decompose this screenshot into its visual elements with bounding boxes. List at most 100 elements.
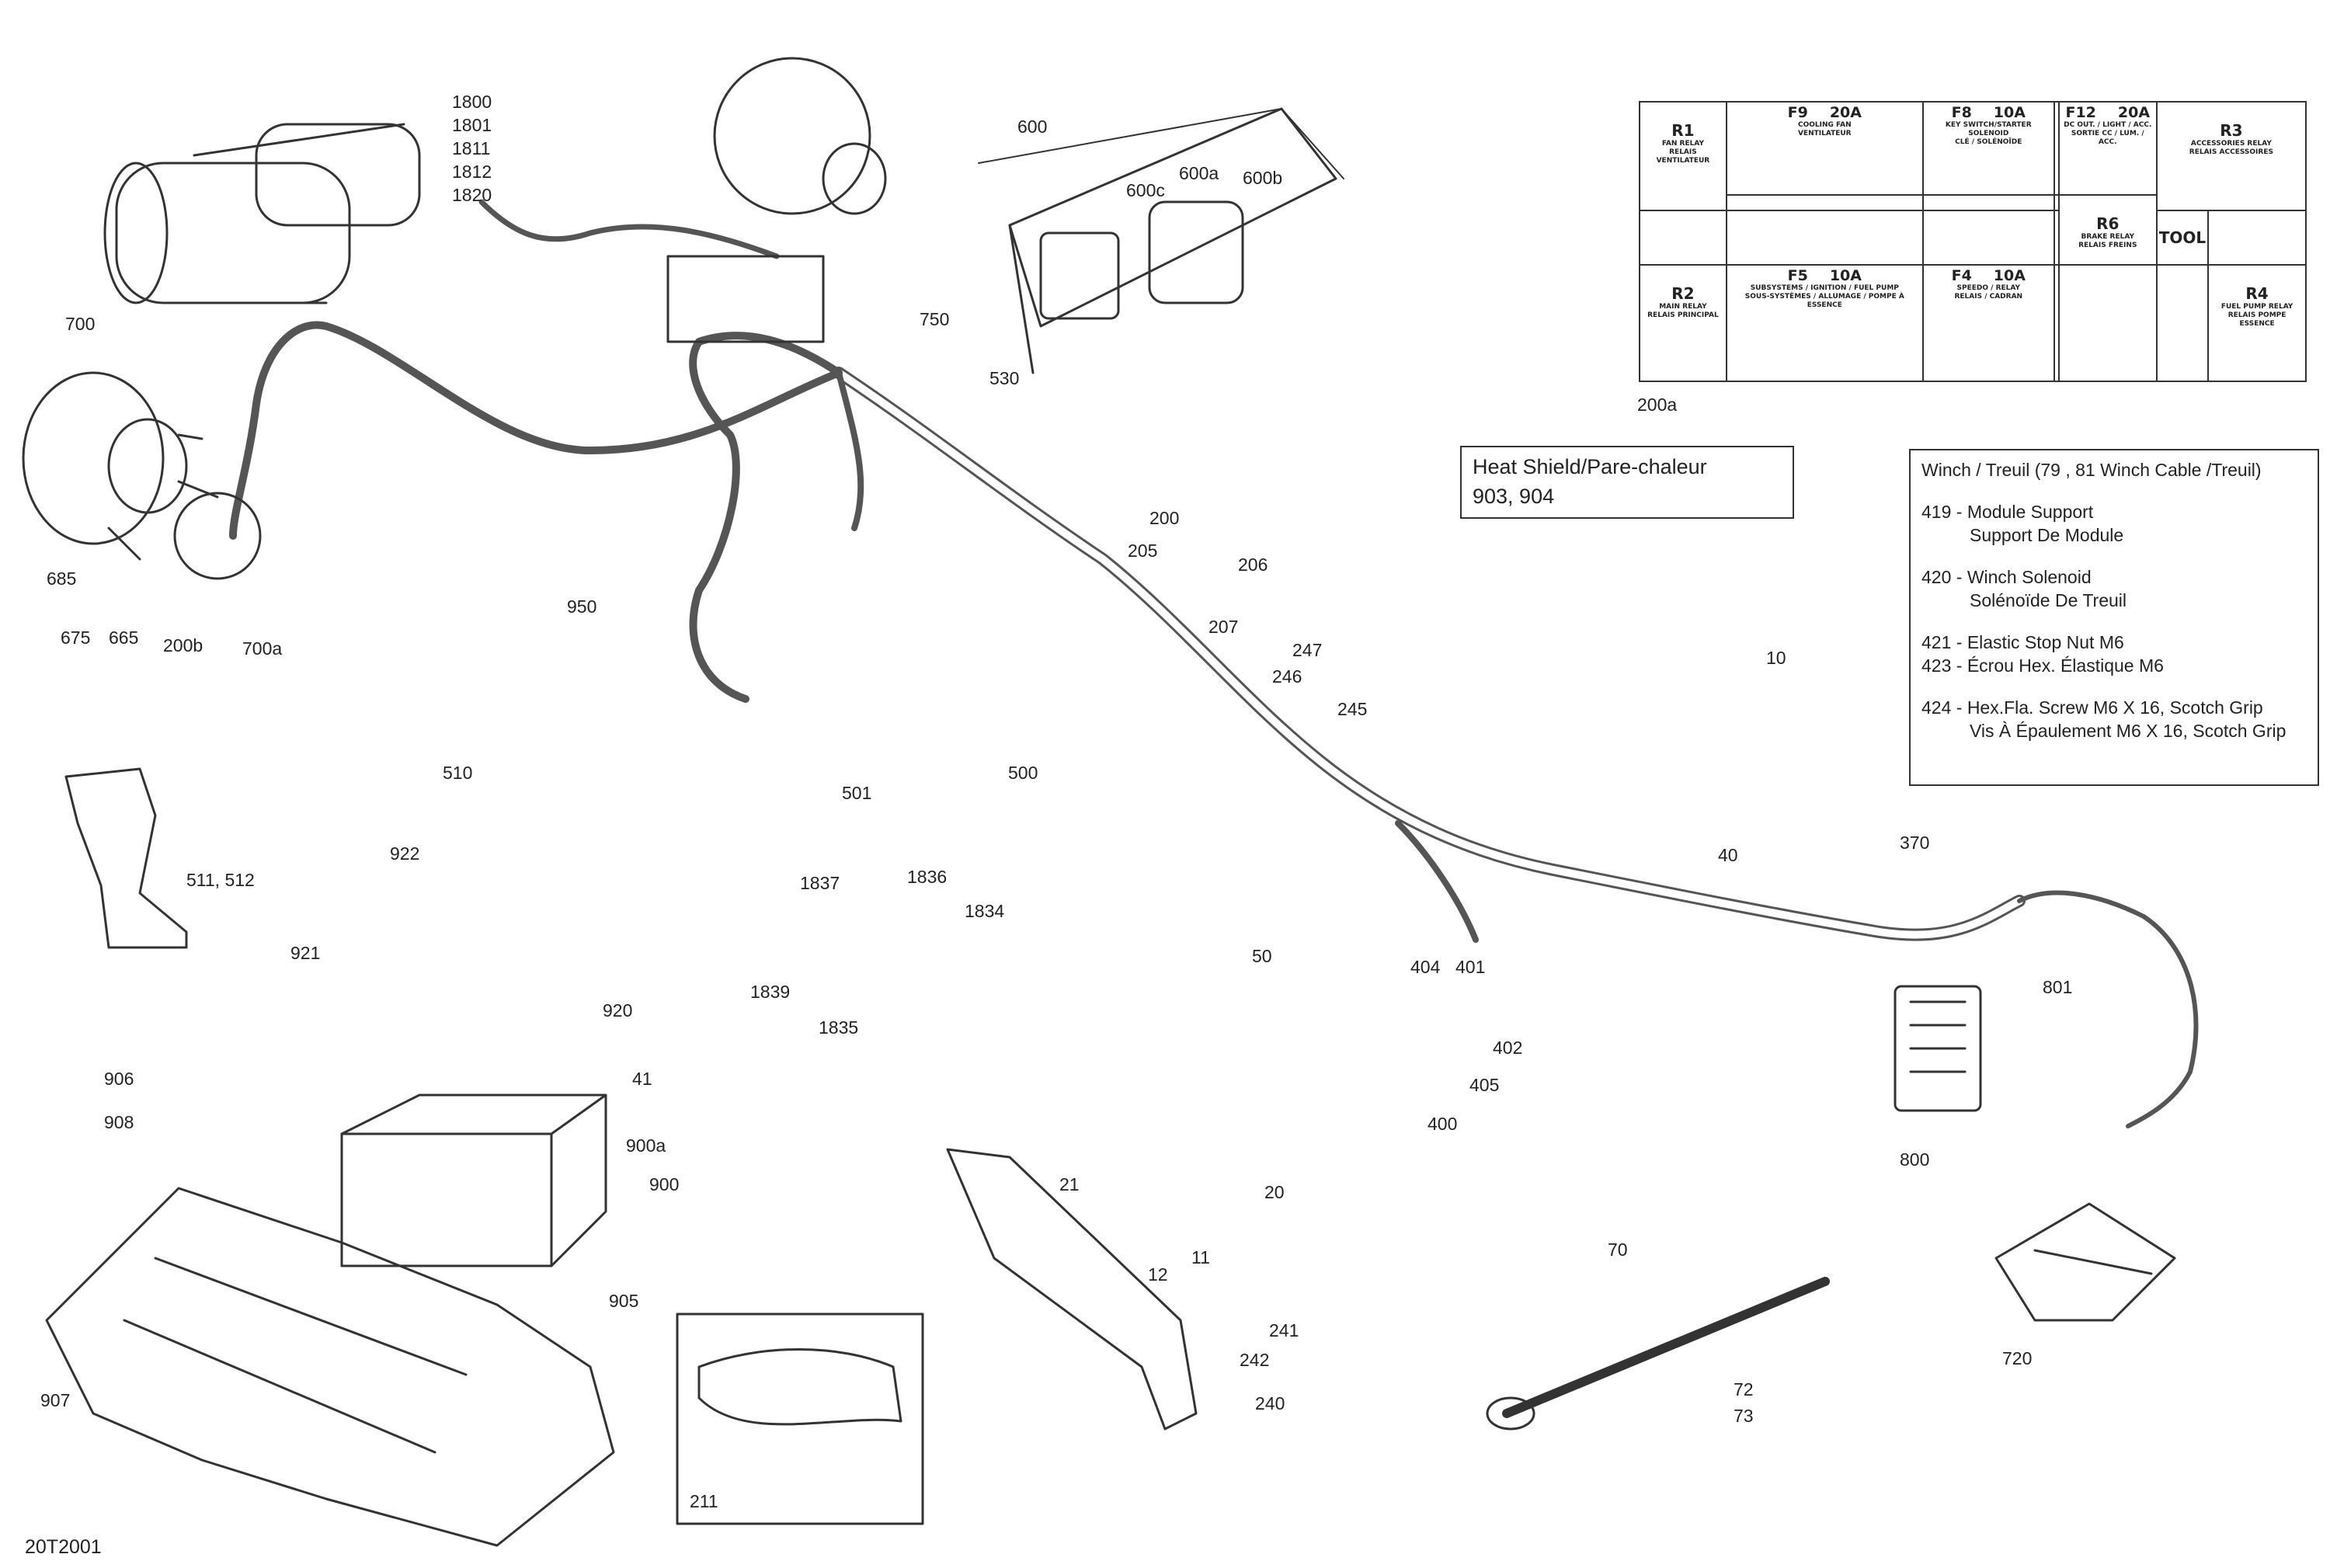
fuse-block [1008, 107, 1337, 374]
heat-shield-note: Heat Shield/Pare-chaleur 903, 904 [1460, 446, 1794, 519]
detail-frame [676, 1312, 924, 1525]
callout-label: 900a [626, 1135, 666, 1156]
winch-item-424: 424 - Hex.Fla. Screw M6 X 16, Scotch Gri… [1921, 697, 2263, 718]
battery [340, 1093, 607, 1267]
callout-label: 600c [1126, 180, 1165, 200]
relay-r1: R1 FAN RELAY RELAIS VENTILATEUR [1639, 101, 1727, 211]
winch-item-421: 421 - Elastic Stop Nut M6 [1921, 632, 2124, 652]
callout-label: 247 [1292, 640, 1323, 660]
heat-shield-title: Heat Shield/Pare-chaleur [1473, 455, 1707, 478]
callout-label: 10 [1766, 648, 1786, 668]
winch-note-title: Winch / Treuil (79 , 81 Winch Cable /Tre… [1921, 460, 2262, 480]
callout-label: 1834 [965, 901, 1005, 921]
callout-label: 905 [609, 1291, 639, 1311]
callout-label: 600a [1179, 163, 1219, 183]
winch-item-424-fr: Vis À Épaulement M6 X 16, Scotch Grip [1970, 721, 2287, 741]
callout-label: 511, 512 [186, 870, 255, 890]
callout-label: 206 [1238, 555, 1268, 575]
winch-note: Winch / Treuil (79 , 81 Winch Cable /Tre… [1909, 449, 2319, 786]
callout-label: 1811 [452, 138, 491, 158]
callout-label: 600b [1243, 168, 1283, 188]
callout-label: 11 [1191, 1247, 1210, 1267]
callout-label: 501 [842, 783, 872, 803]
winch-item-423: 423 - Écrou Hex. Élastique M6 [1921, 655, 2164, 676]
winch [103, 123, 421, 304]
battery-tray [45, 1187, 615, 1547]
relay-r4: R4 FUEL PUMP RELAY RELAIS POMPE ESSENCE [2207, 264, 2307, 382]
callout-label: 50 [1252, 946, 1272, 966]
callout-label: 801 [2043, 977, 2073, 997]
callout-label: 12 [1148, 1264, 1168, 1285]
winch-item-419: 419 - Module Support [1921, 502, 2094, 522]
callout-label: 530 [989, 368, 1020, 388]
callout-label: 402 [1493, 1038, 1523, 1058]
callout-label: 207 [1208, 617, 1239, 637]
callout-label: 510 [443, 763, 473, 783]
callout-label: 700a [242, 638, 283, 659]
mount-bracket [64, 767, 188, 949]
callout-label: 907 [40, 1390, 71, 1410]
relay-r2: R2 MAIN RELAY RELAIS PRINCIPAL [1639, 264, 1727, 382]
callout-label: 40 [1718, 845, 1738, 865]
callout-label: 1837 [800, 873, 840, 893]
callout-label: 405 [1469, 1075, 1500, 1095]
callout-label: 1835 [819, 1017, 859, 1038]
callout-label: 750 [920, 309, 950, 329]
callout-label: 1800 [452, 92, 492, 112]
callout-label: 211 [690, 1491, 718, 1511]
fuse-empty [2053, 101, 2060, 196]
callout-label: 245 [1337, 699, 1368, 719]
tool-slot: TOOL [2155, 210, 2210, 266]
callout-label: 1836 [907, 867, 948, 887]
callout-label: 920 [603, 1000, 633, 1020]
headlight-left [22, 371, 262, 580]
callout-label: 1820 [452, 185, 492, 205]
callout-label: 675 [61, 628, 91, 648]
callout-label: 950 [567, 596, 597, 617]
callout-label: 72 [1734, 1379, 1754, 1399]
callout-label: 800 [1900, 1149, 1930, 1170]
callout-label: 500 [1008, 763, 1038, 783]
bracket [946, 1148, 1198, 1431]
callout-label: 20 [1264, 1182, 1285, 1202]
callout-label: 73 [1734, 1406, 1754, 1426]
callout-label: 1801 [452, 115, 492, 135]
callout-label: 922 [390, 843, 420, 864]
heat-shield-parts: 903, 904 [1473, 485, 1555, 508]
callout-label: 41 [632, 1069, 652, 1089]
callout-label: 665 [109, 628, 139, 648]
callout-label: 908 [104, 1112, 134, 1132]
callout-label: 900 [649, 1174, 680, 1194]
callout-label: 685 [47, 568, 77, 589]
callout-label: 600 [1017, 116, 1048, 137]
fuse-box-callout: 200a [1637, 395, 1678, 415]
callout-label: 70 [1608, 1239, 1628, 1260]
callout-label: 906 [104, 1069, 134, 1089]
callout-label: 240 [1255, 1393, 1285, 1413]
winch-item-420: 420 - Winch Solenoid [1921, 567, 2092, 587]
callout-label: 401 [1455, 957, 1486, 977]
callout-label: 720 [2002, 1348, 2033, 1368]
callout-label: 700 [65, 314, 96, 334]
main-harness [229, 199, 2199, 1128]
callout-label: 1839 [750, 982, 791, 1002]
callout-label: 241 [1269, 1320, 1299, 1340]
callout-label: 205 [1128, 541, 1158, 561]
callout-label: 200 [1149, 508, 1180, 528]
support-rod [1486, 1277, 1830, 1431]
callout-label: 400 [1428, 1114, 1458, 1134]
callout-label: 1812 [452, 162, 492, 182]
relay-r6: R6 BRAKE RELAY RELAIS FREINS [2057, 194, 2158, 266]
winch-item-419-fr: Support De Module [1970, 525, 2124, 545]
taillight [1994, 1202, 2176, 1322]
callout-label: 21 [1059, 1174, 1080, 1194]
relay-r3: R3 ACCESSORIES RELAY RELAIS ACCESSOIRES [2155, 101, 2307, 211]
